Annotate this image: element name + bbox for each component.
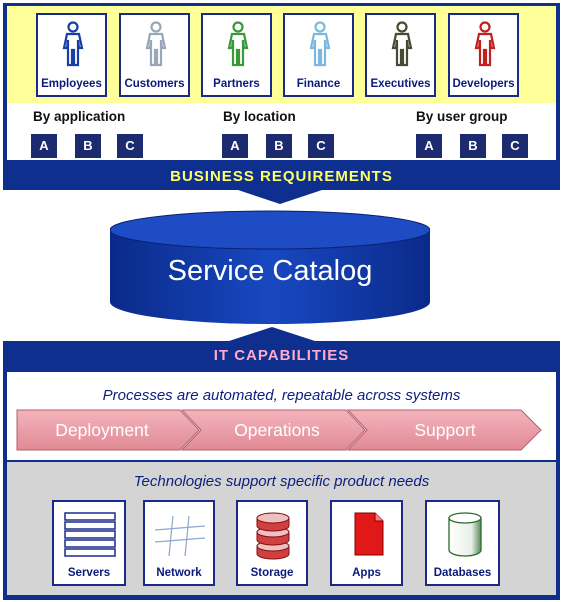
- filter-title: By location: [223, 109, 296, 124]
- technologies-caption: Technologies support specific product ne…: [133, 473, 430, 490]
- filter-title: By user group: [416, 109, 508, 124]
- down-arrow-icon: [235, 189, 325, 204]
- filter-option: A: [416, 134, 442, 158]
- process-step-deployment: [16, 409, 200, 451]
- filter-option: A: [222, 134, 248, 158]
- user-label: Customers: [124, 78, 185, 90]
- filter-option: C: [117, 134, 143, 158]
- user-label: Partners: [213, 78, 260, 90]
- filter-option: B: [266, 134, 292, 158]
- document-icon: [354, 512, 384, 556]
- tech-label: Storage: [250, 567, 294, 579]
- filter-by-application: By application A B C: [31, 103, 231, 160]
- network-grid-icon: [155, 516, 205, 556]
- service-catalog-cylinder: [110, 210, 430, 324]
- user-card-finance: Finance: [283, 13, 354, 97]
- process-step-label: Operations: [234, 420, 320, 440]
- process-step-label: Deployment: [55, 420, 149, 440]
- person-icon: [227, 21, 249, 67]
- tech-label: Servers: [67, 567, 111, 579]
- tech-card-databases: Databases: [425, 500, 500, 586]
- user-label: Developers: [452, 78, 515, 90]
- person-icon: [474, 21, 496, 67]
- up-arrow-icon: [226, 327, 318, 342]
- filter-option: A: [31, 134, 57, 158]
- tech-card-apps: Apps: [330, 500, 403, 586]
- user-card-executives: Executives: [365, 13, 436, 97]
- person-icon: [62, 21, 84, 67]
- user-label: Employees: [41, 78, 102, 90]
- filter-by-user-group: By user group A B C: [414, 103, 563, 160]
- user-card-customers: Customers: [119, 13, 190, 97]
- process-step-support: [346, 409, 542, 451]
- user-types-band: Employees Customers Partners Finance Exe…: [7, 6, 556, 103]
- user-label: Executives: [370, 78, 431, 90]
- database-cylinder-icon: [448, 512, 482, 557]
- filter-title: By application: [33, 109, 126, 124]
- person-icon: [145, 21, 167, 67]
- filter-option: B: [75, 134, 101, 158]
- tech-label: Network: [156, 567, 202, 579]
- user-card-partners: Partners: [201, 13, 272, 97]
- server-rack-icon: [64, 512, 116, 557]
- storage-stack-icon: [256, 512, 290, 560]
- filter-option: C: [502, 134, 528, 158]
- business-requirements-label: BUSINESS REQUIREMENTS: [170, 168, 393, 185]
- service-catalog-label: Service Catalog: [167, 255, 373, 287]
- tech-label: Apps: [352, 567, 381, 579]
- process-chevrons: [16, 409, 542, 451]
- tech-card-servers: Servers: [52, 500, 126, 586]
- processes-caption: Processes are automated, repeatable acro…: [102, 387, 461, 404]
- user-card-developers: Developers: [448, 13, 519, 97]
- tech-label: Databases: [433, 567, 492, 579]
- filter-option: C: [308, 134, 334, 158]
- person-icon: [391, 21, 413, 67]
- filter-band: By application A B C By location A B C B…: [7, 103, 556, 160]
- process-step-operations: [180, 409, 366, 451]
- tech-card-storage: Storage: [236, 500, 308, 586]
- filter-option: B: [460, 134, 486, 158]
- process-step-label: Support: [414, 420, 476, 440]
- tech-card-network: Network: [143, 500, 215, 586]
- filter-by-location: By location A B C: [221, 103, 421, 160]
- it-capabilities-label: IT CAPABILITIES: [213, 347, 350, 364]
- person-icon: [309, 21, 331, 67]
- user-card-employees: Employees: [36, 13, 107, 97]
- user-label: Finance: [296, 78, 341, 90]
